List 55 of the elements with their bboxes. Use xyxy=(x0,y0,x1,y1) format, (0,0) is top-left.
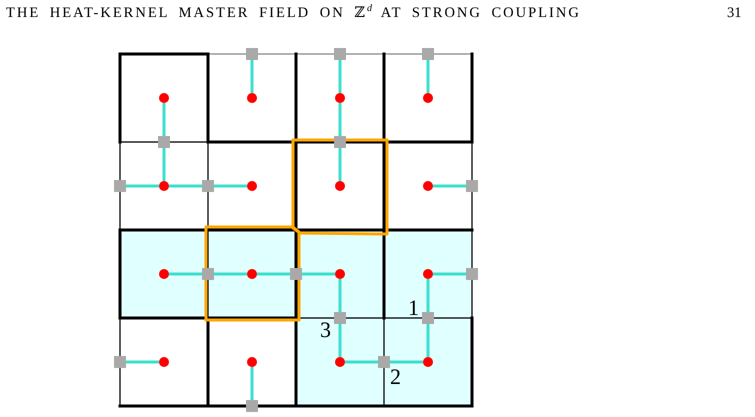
square-node xyxy=(378,356,390,368)
square-node xyxy=(202,268,214,280)
square-node xyxy=(466,268,478,280)
dot-node xyxy=(159,181,169,191)
dot-node xyxy=(247,93,257,103)
connector-line xyxy=(338,60,342,93)
square-node xyxy=(202,180,214,192)
connector-line xyxy=(162,103,166,136)
connector-line xyxy=(338,279,342,312)
connector-line xyxy=(250,60,254,93)
connector-line xyxy=(426,324,430,357)
square-node xyxy=(290,268,302,280)
dot-node xyxy=(247,357,257,367)
square-node xyxy=(334,48,346,60)
dot-node xyxy=(159,93,169,103)
dot-node xyxy=(423,93,433,103)
connector-line xyxy=(126,184,159,188)
region-number: 3 xyxy=(320,319,331,341)
square-node xyxy=(246,48,258,60)
square-node xyxy=(158,136,170,148)
connector-line xyxy=(162,148,166,181)
connector-line xyxy=(250,367,254,400)
connector-line xyxy=(338,103,342,136)
connector-line xyxy=(214,184,247,188)
dot-node xyxy=(335,181,345,191)
square-node xyxy=(466,180,478,192)
square-node xyxy=(334,136,346,148)
connector-line xyxy=(338,148,342,181)
connector-line xyxy=(345,360,378,364)
region-number: 1 xyxy=(408,297,419,319)
connector-line xyxy=(302,272,335,276)
connector-line xyxy=(126,360,159,364)
dot-node xyxy=(159,357,169,367)
connector-line xyxy=(390,360,423,364)
dot-node xyxy=(423,181,433,191)
square-node xyxy=(422,48,434,60)
connector-line xyxy=(433,184,466,188)
connector-line xyxy=(214,272,247,276)
dot-node xyxy=(247,181,257,191)
square-node xyxy=(114,356,126,368)
page-number: 31 xyxy=(727,5,742,21)
connector-line xyxy=(169,184,202,188)
dot-node xyxy=(335,93,345,103)
region-number: 2 xyxy=(390,366,401,388)
square-node xyxy=(246,400,258,412)
connector-line xyxy=(433,272,466,276)
connector-line xyxy=(257,272,290,276)
connector-line xyxy=(169,272,202,276)
connector-line xyxy=(338,324,342,357)
square-node xyxy=(422,312,434,324)
running-header: THE HEAT-KERNEL MASTER FIELD ON ℤ$^{d}$ AT STRONG COUPLING xyxy=(6,5,581,21)
connector-line xyxy=(426,60,430,93)
square-node xyxy=(334,312,346,324)
connector-line xyxy=(426,279,430,312)
square-node xyxy=(114,180,126,192)
